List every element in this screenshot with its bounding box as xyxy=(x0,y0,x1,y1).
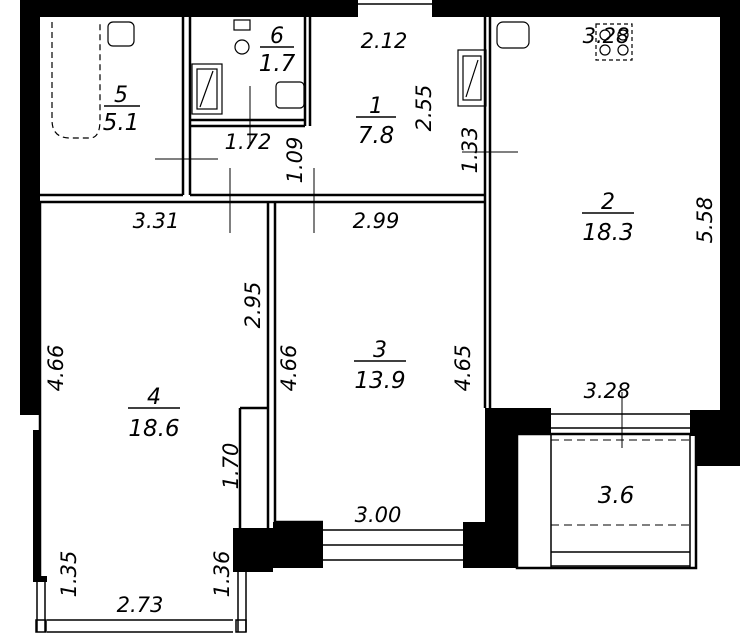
stove-icon xyxy=(595,23,633,61)
balcony-outline xyxy=(515,432,698,570)
room-6-number: 6 xyxy=(270,24,284,49)
dim-4-66-left: 4.66 xyxy=(44,345,68,392)
dim-5-58: 5.58 xyxy=(693,197,717,244)
interior-walls xyxy=(38,17,492,576)
room-2-number: 2 xyxy=(601,190,615,215)
toilet-icon xyxy=(234,39,250,55)
room-6-area: 1.7 xyxy=(259,51,296,77)
dim-1-70: 1.70 xyxy=(219,443,243,490)
dim-1-09: 1.09 xyxy=(283,137,307,184)
dim-2-73: 2.73 xyxy=(117,593,164,617)
room-2-area: 18.3 xyxy=(582,220,633,246)
dim-3-31: 3.31 xyxy=(133,209,180,233)
dim-4-66-mid: 4.66 xyxy=(277,345,301,392)
sink-icon-right xyxy=(496,21,530,49)
room-1-number: 1 xyxy=(369,94,383,119)
balcony-area: 3.6 xyxy=(598,483,635,509)
room-4-area: 18.6 xyxy=(128,416,179,442)
room-3-number: 3 xyxy=(373,338,387,363)
dim-2-95: 2.95 xyxy=(241,282,265,329)
windows xyxy=(35,3,690,633)
dim-2-55: 2.55 xyxy=(412,85,436,132)
room-1-area: 7.8 xyxy=(358,123,395,149)
room-5-number: 5 xyxy=(114,83,128,108)
room-labels: 5 5.1 6 1.7 1 7.8 2 18.3 3 13.9 4 18.6 3… xyxy=(103,24,635,509)
dim-3-00: 3.00 xyxy=(355,503,402,527)
room-4-number: 4 xyxy=(147,385,161,410)
dim-1-35: 1.35 xyxy=(57,551,81,598)
room-3-area: 13.9 xyxy=(354,368,405,394)
dim-1-72: 1.72 xyxy=(225,130,272,154)
dim-2-12: 2.12 xyxy=(361,29,408,53)
dimension-lines xyxy=(155,86,623,448)
dim-1-33: 1.33 xyxy=(458,127,482,174)
dim-1-36: 1.36 xyxy=(210,551,234,598)
dim-2-99: 2.99 xyxy=(353,209,400,233)
fixtures xyxy=(51,19,633,139)
dim-3-28-bottom: 3.28 xyxy=(584,379,631,403)
sink-icon xyxy=(107,21,135,47)
dim-4-65: 4.65 xyxy=(451,345,475,392)
bathtub-icon xyxy=(51,22,101,139)
dim-3-28-top: 3.28 xyxy=(583,24,630,48)
room-5-area: 5.1 xyxy=(103,110,140,136)
dimension-labels: 2.12 2.55 1.72 1.09 1.33 3.28 5.58 3.31 … xyxy=(44,24,717,617)
walls xyxy=(20,0,740,582)
